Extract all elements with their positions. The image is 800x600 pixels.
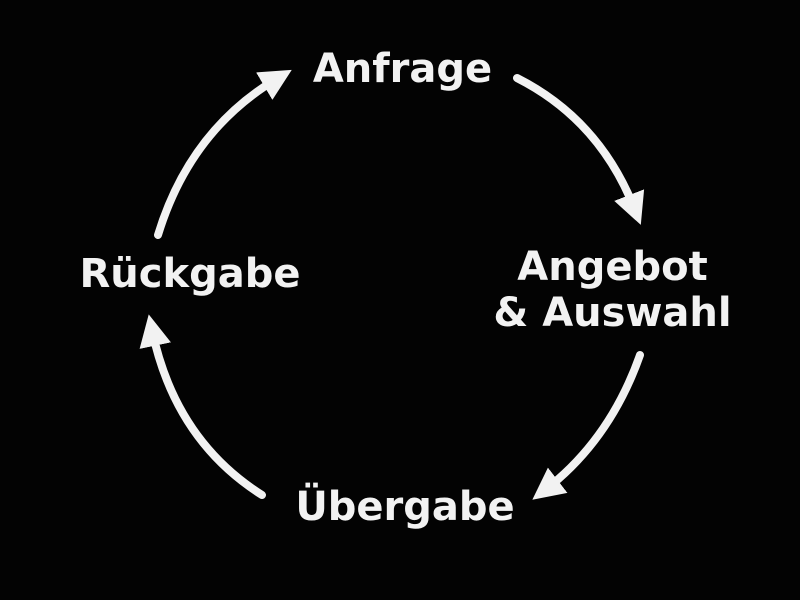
- arrow-uebergabe-to-rueckgabe: [139, 314, 266, 499]
- node-rueckgabe: Rückgabe: [79, 251, 301, 297]
- node-angebot-auswahl: Angebot & Auswahl: [480, 244, 745, 336]
- node-angebot-line2: & Auswahl: [493, 290, 732, 336]
- node-uebergabe: Übergabe: [295, 484, 515, 530]
- arrow-angebot-to-uebergabe: [532, 351, 644, 500]
- arrow-rueckgabe-to-anfrage: [154, 69, 292, 239]
- node-angebot-line1: Angebot: [517, 244, 708, 290]
- node-anfrage: Anfrage: [312, 46, 493, 92]
- arrow-anfrage-to-angebot: [513, 74, 645, 225]
